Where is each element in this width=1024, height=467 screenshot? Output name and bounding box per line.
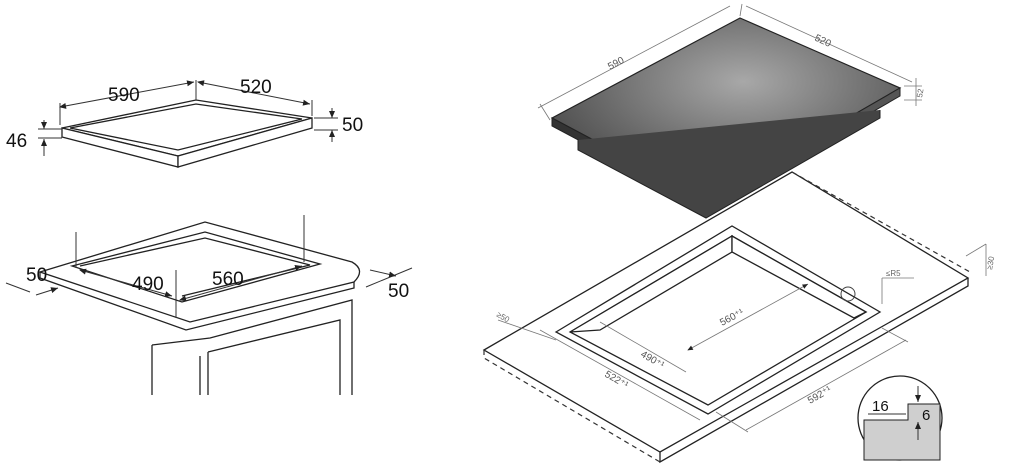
iso-front-clearance-label: ≥50 [495,310,511,325]
iso-cutout-outer [554,225,882,415]
right-clearance-line [365,267,413,288]
width-dimension-line [59,80,195,109]
iso-frame-width-line [745,339,907,431]
iso-worktop-dashed-back [791,171,971,273]
iso-hob-view: 590 520 52 [537,3,926,219]
cutout-width-line [179,264,303,302]
cutout-dimension-view: 490 560 50 50 [5,215,413,395]
iso-worktop-dashed-front [483,350,661,463]
iso-worktop-view: 560⁺¹ 490⁺¹ ≥50 ≥30 ≤R5 522⁺¹ 592⁺¹ [482,171,996,464]
iso-worktop-edge [659,278,969,464]
iso-frame-depth-line [539,329,701,421]
iso-depth-label: 520 [813,33,833,50]
detail-height-label: 6 [922,407,930,424]
extension-line [739,3,743,17]
hob-depth-label: 520 [240,77,272,98]
extension-line [539,103,551,121]
iso-radius-marker [840,286,856,302]
cabinet-inner [199,319,341,395]
edge-detail: 16 6 [857,375,943,461]
worktop-front-edge [39,272,355,331]
iso-radius-label: ≤R5 [886,269,901,278]
right-clearance-arrow [369,269,397,278]
extension-line [881,327,909,343]
left-clearance-arrow [35,287,59,296]
iso-front-clearance-line [497,319,557,341]
iso-cutout-width-line [687,283,809,351]
iso-frame-width-label: 592⁺¹ [806,384,834,407]
cutout-depth-line [79,268,173,297]
hob-width-label: 590 [108,85,140,106]
iso-cutout-depth-line [599,321,687,373]
iso-cutout-wall-back [731,234,868,319]
iso-rear-clearance-line [965,243,987,257]
hob-inner-edge [69,103,303,151]
cabinet-outline [151,299,353,395]
hob-height-label: 50 [342,115,363,136]
extension-line [715,411,749,433]
hob-glass-label: 46 [6,131,27,152]
cutout-width-label: 560 [212,269,244,290]
detail-depth-label: 16 [872,398,889,415]
left-clearance-line [5,282,31,293]
hob-dimension-view: 590 520 50 46 [6,77,363,168]
right-clearance-label: 50 [388,281,409,302]
iso-depth-line [745,5,913,83]
hob-side-face [177,117,313,168]
left-clearance-label: 50 [26,265,47,286]
cutout-depth-label: 490 [132,274,164,295]
detail-profile [863,403,941,461]
iso-thickness-label: 52 [915,87,926,98]
depth-dimension-line [197,80,311,106]
iso-hob-body [577,110,881,219]
iso-width-line [537,5,731,109]
iso-width-label: 590 [606,55,626,73]
iso-rear-clearance-label: ≥30 [985,255,996,270]
